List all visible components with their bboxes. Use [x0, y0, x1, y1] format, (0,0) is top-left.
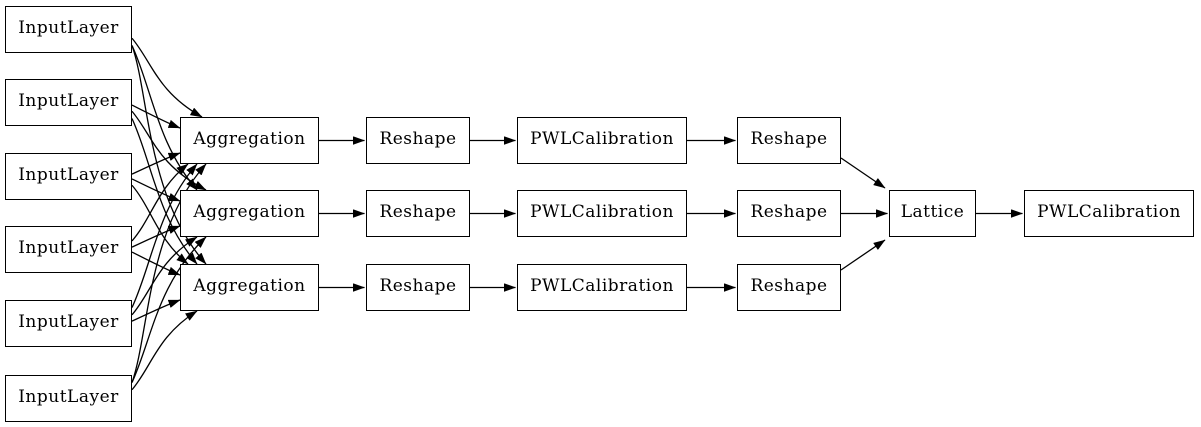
edge-reshape-b1-lattice	[840, 157, 886, 189]
edge-input-4-agg-2	[131, 225, 181, 248]
edge-input-3-agg-1	[131, 152, 181, 175]
edge-input-5-agg-3	[131, 299, 181, 322]
edge-input-1-agg-1	[131, 37, 203, 118]
edge-input-3-agg-3	[131, 184, 189, 265]
edge-input-5-agg-2	[131, 236, 198, 316]
edge-input-3-agg-2	[131, 178, 181, 202]
edge-input-5-agg-1	[131, 163, 198, 308]
edge-input-6-agg-3	[131, 310, 198, 391]
edge-input-1-agg-3	[131, 45, 207, 265]
edge-reshape-b3-lattice	[840, 239, 886, 271]
edge-input-2-agg-3	[131, 118, 198, 265]
edge-input-1-agg-2	[131, 45, 198, 191]
edge-input-2-agg-1	[131, 104, 181, 129]
edge-input-6-agg-2	[131, 236, 207, 383]
edge-input-4-agg-1	[131, 163, 189, 242]
